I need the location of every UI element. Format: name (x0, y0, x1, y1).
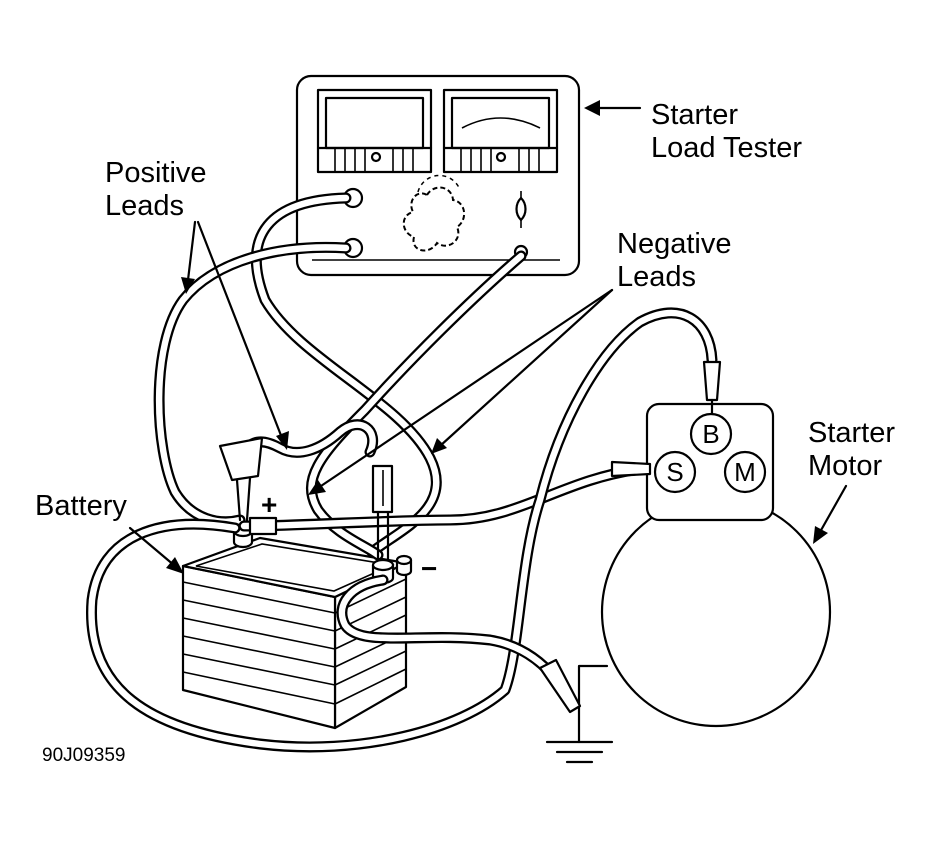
battery (181, 524, 413, 730)
starter-motor (600, 402, 832, 728)
positive-leads-label-line2: Leads (105, 190, 184, 222)
label-pointers (128, 100, 848, 574)
starter-motor-label-line2: Motor (808, 450, 882, 482)
tester-label-line2: Load Tester (651, 132, 802, 164)
battery-label: Battery (35, 490, 127, 522)
negative-leads-label-line1: Negative (617, 228, 731, 260)
negative-terminal-sign: − (421, 553, 437, 584)
load-control-knob-icon[interactable] (402, 174, 465, 252)
starter-load-tester (295, 74, 581, 277)
voltmeter (316, 88, 433, 174)
tester-label-line1: Starter (651, 99, 738, 131)
selector-switch-icon[interactable] (515, 191, 527, 228)
positive-terminal-sign: + (261, 489, 277, 520)
negative-leads-label-line2: Leads (617, 261, 696, 293)
ground-icon (545, 664, 614, 764)
starter-motor-label-line1: Starter (808, 417, 895, 449)
ammeter (442, 88, 559, 174)
terminal-m (723, 450, 767, 494)
terminal-s-label: S (666, 457, 683, 487)
figure-code: 90J09359 (42, 745, 125, 766)
terminal-s (653, 450, 697, 494)
terminal-b-label: B (702, 419, 719, 449)
positive-leads-label-line1: Positive (105, 157, 207, 189)
terminal-m-label: M (734, 457, 756, 487)
clips (218, 360, 722, 714)
